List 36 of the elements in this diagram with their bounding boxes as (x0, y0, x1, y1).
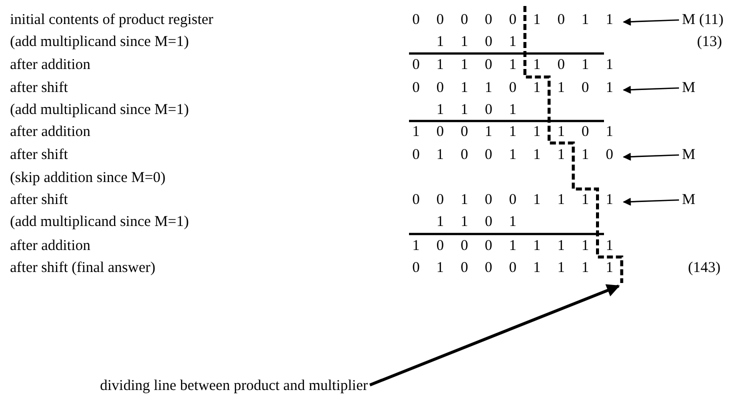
step-description: (add multiplicand since M=1) (10, 33, 189, 51)
step-description: (skip addition since M=0) (10, 169, 166, 187)
arrow (622, 152, 680, 161)
register-label: M (11) (682, 11, 724, 29)
arrow (622, 18, 680, 26)
arrow (622, 86, 680, 94)
register-label: M (682, 191, 696, 209)
caption-text: dividing line between product and multiplier (100, 377, 368, 395)
register-label: M (682, 146, 696, 164)
bit-row-text: 1 0 0 1 1 1 1 0 1 (411, 123, 614, 142)
arrow (622, 198, 680, 206)
bit-row: 0 0 1 1 0 1 1 0 1 (404, 79, 622, 101)
decimal-value: (13) (697, 33, 722, 51)
bit-row: 0 0 1 0 0 1 1 1 1 (404, 191, 622, 213)
step-description: after shift (10, 79, 68, 97)
step-description: after shift (10, 191, 68, 209)
bit-row-text: 1 0 0 0 1 1 1 1 1 (411, 237, 614, 256)
bit-row: 0 0 0 0 0 1 0 1 1 (404, 11, 622, 33)
step-description: after addition (10, 237, 90, 255)
dividing-line (523, 6, 624, 283)
step-description: after addition (10, 123, 90, 141)
step-description: initial contents of product register (10, 11, 214, 29)
bit-row-text: 0 1 1 0 1 1 0 1 1 (411, 56, 614, 75)
bit-row-text: 1 1 0 1 (435, 101, 518, 120)
bit-row-text: 1 1 0 1 (435, 213, 518, 232)
step-description: (add multiplicand since M=1) (10, 101, 189, 119)
bit-row: 0 1 0 0 1 1 1 1 0 (404, 146, 622, 168)
step-description: after addition (10, 56, 90, 74)
register-label: (143) (688, 259, 720, 277)
pointer-arrow (369, 284, 620, 386)
step-description: (add multiplicand since M=1) (10, 213, 189, 231)
bit-row-text: 1 1 0 1 (435, 33, 518, 52)
bit-row-text: 0 1 0 0 0 1 1 1 1 (411, 259, 614, 278)
step-description: after shift (final answer) (10, 259, 156, 277)
step-description: after shift (10, 146, 68, 164)
register-label: M (682, 79, 696, 97)
